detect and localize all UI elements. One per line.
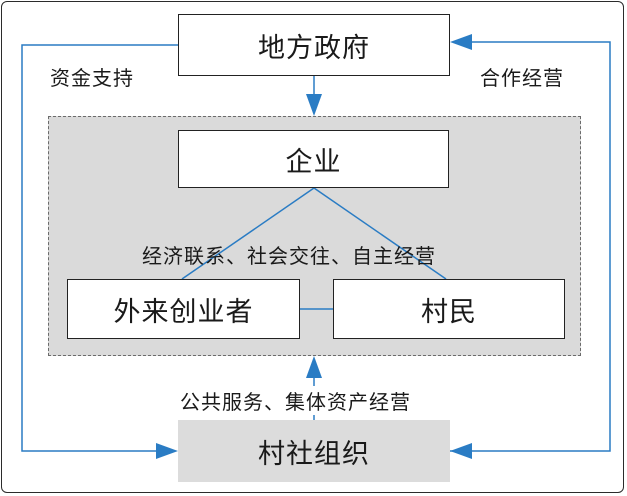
cooperation-arrowhead-top [450,34,472,50]
enterprise-entrepreneurs-link [181,187,315,280]
node-outside-entrepreneurs: 外来创业者 [67,279,300,339]
enterprise-villagers-link [313,187,447,280]
funding-arrowhead [156,443,178,459]
edge-label-relations: 经济联系、社会交往、自主经营 [142,244,436,268]
edge-label-funding: 资金支持 [50,66,134,90]
gov-to-enterprise-arrowhead [306,94,322,116]
edge-label-services: 公共服务、集体资产经营 [178,386,413,415]
funding-connector [21,44,178,452]
node-label: 企业 [285,146,342,178]
node-label: 外来创业者 [113,296,254,328]
node-label: 村社组织 [258,438,370,470]
cooperation-arrowhead-bottom [450,443,472,459]
node-label: 地方政府 [258,32,370,64]
node-local-government: 地方政府 [178,14,450,76]
node-villagers: 村民 [333,279,565,339]
services-arrowhead [306,356,322,378]
cooperation-connector [450,41,611,452]
node-label: 村民 [421,296,477,328]
node-village-organization: 村社组织 [178,420,450,482]
edge-label-cooperation: 合作经营 [480,66,564,90]
node-enterprise: 企业 [178,130,449,188]
